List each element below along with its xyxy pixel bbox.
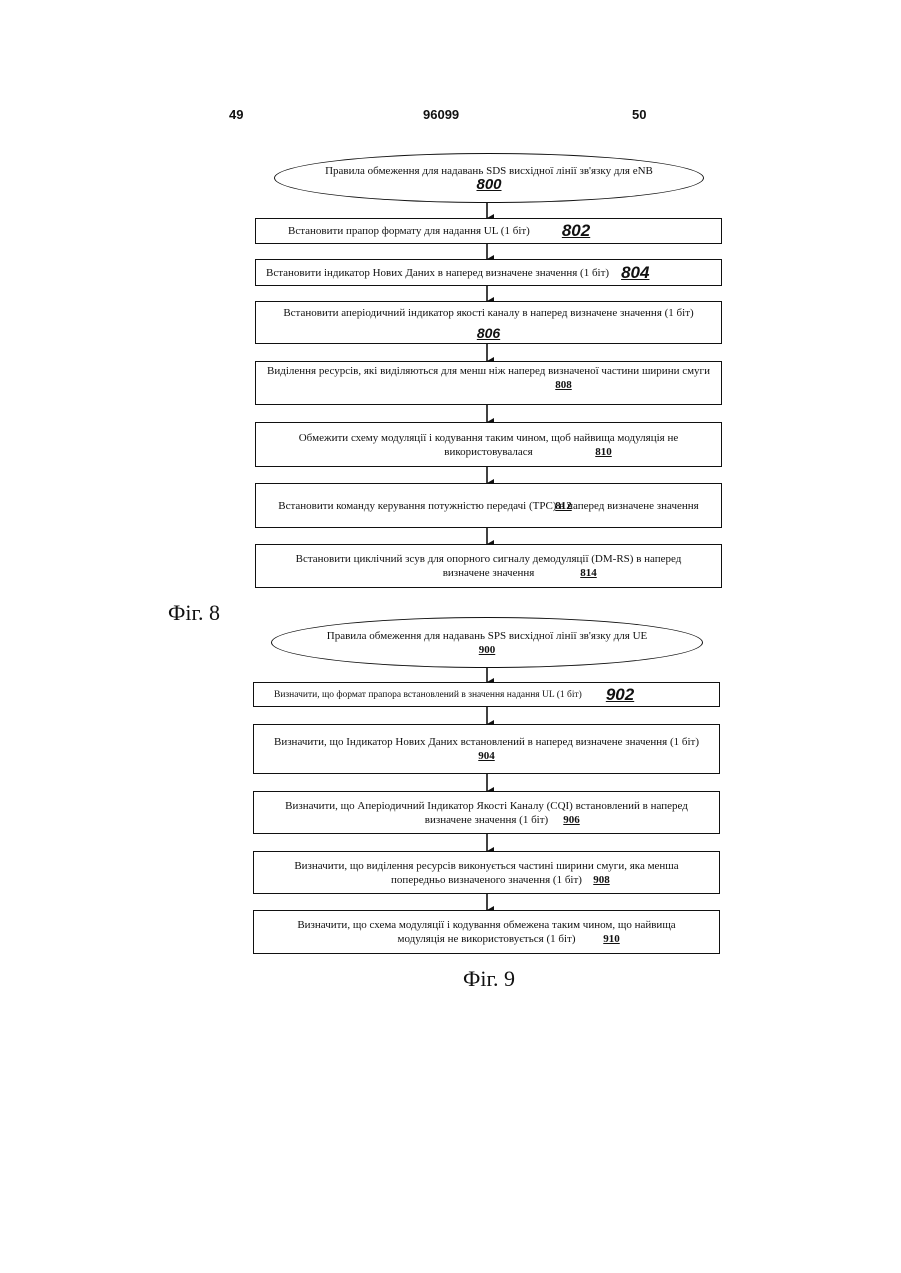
- step-814-text: Встановити циклічний зсув для опорного с…: [272, 552, 705, 580]
- step-804-text: Встановити індикатор Нових Даних в напер…: [266, 266, 609, 280]
- step-910: Визначити, що схема модуляції і кодуванн…: [253, 910, 720, 954]
- start-800-ref: 800: [476, 178, 501, 192]
- step-812-ref: 812: [555, 499, 572, 513]
- step-908-text: Визначити, що виділення ресурсів виконує…: [274, 859, 699, 887]
- figure-9-label: Фіг. 9: [463, 966, 515, 992]
- step-902: Визначити, що формат прапора встановлени…: [253, 682, 720, 707]
- step-810: Обмежити схему модуляції і кодування так…: [255, 422, 722, 467]
- step-810-ref: 810: [595, 445, 612, 459]
- step-904-ref: 904: [478, 749, 495, 763]
- step-910-text: Визначити, що схема модуляції і кодуванн…: [274, 918, 699, 946]
- figure-8-label: Фіг. 8: [168, 600, 220, 626]
- step-812: Встановити команду керування потужністю …: [255, 483, 722, 528]
- step-804: Встановити індикатор Нових Даних в напер…: [255, 259, 722, 286]
- step-808-ref: 808: [555, 378, 572, 392]
- step-802-ref: 802: [562, 224, 590, 238]
- start-900-ref: 900: [479, 643, 496, 657]
- left-page-number: 49: [229, 107, 243, 122]
- step-808-text: Виділення ресурсів, які виділяються для …: [267, 364, 710, 378]
- step-808: Виділення ресурсів, які виділяються для …: [255, 361, 722, 405]
- step-802-text: Встановити прапор формату для надання UL…: [288, 224, 530, 238]
- step-902-ref: 902: [606, 688, 634, 702]
- step-906: Визначити, що Аперіодичний Індикатор Яко…: [253, 791, 720, 834]
- step-814-ref: 814: [580, 566, 597, 580]
- step-904: Визначити, що Індикатор Нових Даних вста…: [253, 724, 720, 774]
- right-page-number: 50: [632, 107, 646, 122]
- start-terminal-800: Правила обмеження для надавань SDS висхі…: [274, 153, 704, 203]
- step-906-ref: 906: [563, 813, 580, 827]
- step-806-text: Встановити аперіодичний індикатор якості…: [283, 306, 693, 320]
- step-806: Встановити аперіодичний індикатор якості…: [255, 301, 722, 344]
- start-900-text: Правила обмеження для надавань SPS висхі…: [327, 629, 648, 643]
- step-908: Визначити, що виділення ресурсів виконує…: [253, 851, 720, 894]
- step-814: Встановити циклічний зсув для опорного с…: [255, 544, 722, 588]
- document-number: 96099: [423, 107, 459, 122]
- step-812-text: Встановити команду керування потужністю …: [278, 499, 698, 513]
- step-806-ref: 806: [477, 326, 500, 340]
- step-802: Встановити прапор формату для надання UL…: [255, 218, 722, 244]
- step-902-text: Визначити, що формат прапора встановлени…: [274, 688, 582, 702]
- start-terminal-900: Правила обмеження для надавань SPS висхі…: [271, 617, 703, 668]
- step-804-ref: 804: [621, 266, 649, 280]
- step-906-text: Визначити, що Аперіодичний Індикатор Яко…: [262, 799, 711, 827]
- step-810-text: Обмежити схему модуляції і кодування так…: [276, 431, 701, 459]
- step-904-text: Визначити, що Індикатор Нових Даних вста…: [274, 735, 699, 749]
- step-910-ref: 910: [603, 932, 620, 946]
- step-908-ref: 908: [593, 873, 610, 887]
